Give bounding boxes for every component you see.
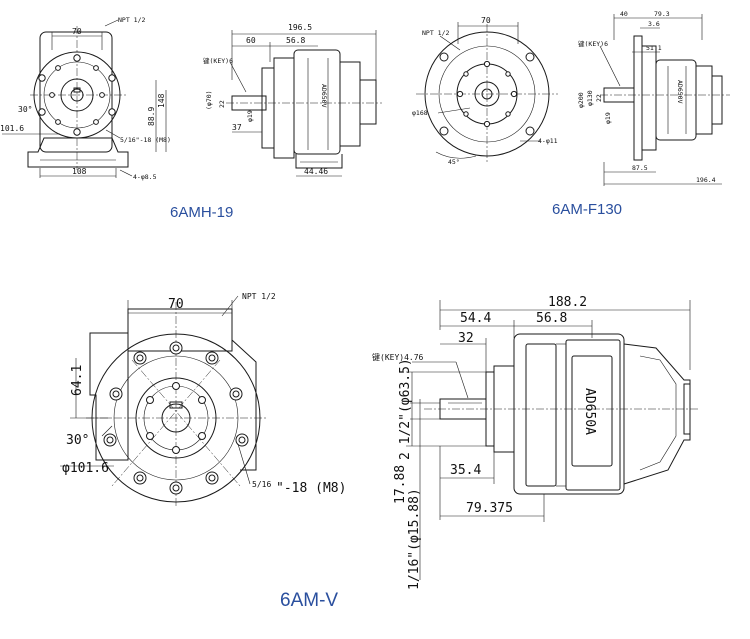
amv-dim-32: 32 bbox=[458, 331, 474, 346]
caption-amv: 6AM-V bbox=[280, 590, 338, 611]
amv-dim-1788: 17.88 bbox=[393, 465, 408, 504]
amf-angle-45: 45° bbox=[448, 158, 460, 166]
amf-dim-11: 4-φ11 bbox=[538, 137, 558, 145]
amf-dim-40: 40 bbox=[620, 10, 628, 18]
amh-dim-889: 88.9 bbox=[147, 107, 156, 126]
amf-dim-793: 79.3 bbox=[654, 10, 670, 18]
amv-angle-30: 30° bbox=[66, 433, 89, 448]
amv-side-view: 188.2 54.4 56.8 32 AD650A 键(KEY)4.76 bbox=[372, 295, 700, 590]
amh-dim-1965: 196.5 bbox=[288, 23, 312, 32]
amv-model: AD650A bbox=[582, 388, 597, 435]
amf-key: 键(KEY)6 bbox=[578, 39, 608, 48]
amf-dim-168: φ168 bbox=[412, 109, 428, 117]
amf-side-view: 40 79.3 3.6 51.1 AD650V 键(KEY)6 φ200 φ13… bbox=[577, 10, 730, 186]
amh-dim-37: 37 bbox=[232, 123, 242, 132]
amh-dim-108: 108 bbox=[72, 167, 87, 176]
amf-dim-875: 87.5 bbox=[632, 164, 648, 172]
amh-front-view: 70 NPT 1/2 30° 101.6 88.9 148 5/16"-18 (… bbox=[0, 16, 171, 181]
amh-dim-19: φ19 bbox=[246, 110, 254, 122]
amf-dim-1964: 196.4 bbox=[696, 176, 716, 184]
amh-npt-label: NPT 1/2 bbox=[118, 16, 145, 24]
caption-amf: 6AM-F130 bbox=[552, 201, 622, 218]
amh-model: AD650V bbox=[320, 84, 328, 108]
amh-side-view: 196.5 60 56.8 AD650V 键(KEY)6 (φ70) 22 φ1… bbox=[203, 23, 382, 177]
amf-dim-19: φ19 bbox=[604, 112, 612, 124]
amh-dim-60: 60 bbox=[246, 36, 256, 45]
amh-shaft-dia: (φ70) bbox=[205, 90, 213, 110]
amh-dim-4446: 44.46 bbox=[304, 167, 328, 176]
amv-dim-79375: 79.375 bbox=[466, 501, 513, 516]
amv-dim-354: 35.4 bbox=[450, 463, 481, 478]
amh-angle-30: 30° bbox=[18, 105, 32, 114]
amv-dim-1882: 188.2 bbox=[548, 295, 587, 310]
amv-dim-544: 54.4 bbox=[460, 311, 491, 326]
amh-holes: 4-φ8.5 bbox=[133, 173, 157, 181]
amf-front-view: 70 NPT 1/2 φ168 4-φ11 45° bbox=[412, 16, 558, 166]
amf-dim-36: 3.6 bbox=[648, 20, 660, 28]
amf-dim-70: 70 bbox=[481, 16, 491, 25]
amh-dim-1016: 101.6 bbox=[0, 124, 24, 133]
amv-dim-1588: 1/16"(φ15.88) bbox=[407, 488, 422, 590]
amf-dim-22: 22 bbox=[595, 94, 603, 102]
amv-dim-635: 2 1/2"(φ63.5) bbox=[398, 358, 413, 460]
amv-key: 键(KEY)4.76 bbox=[372, 352, 424, 362]
amf-model: AD650V bbox=[676, 80, 684, 104]
amh-dim-148: 148 bbox=[157, 93, 166, 108]
amv-dim-641: 64.1 bbox=[70, 365, 85, 396]
amh-dim-70: 70 bbox=[72, 27, 82, 36]
caption-amh: 6AMH-19 bbox=[170, 204, 233, 221]
amf-dim-511: 51.1 bbox=[646, 44, 662, 52]
amv-dim-1016: φ101.6 bbox=[62, 461, 109, 476]
amh-thread: 5/16"-18 (M8) bbox=[120, 136, 171, 144]
amv-thread-frac: 5/16 bbox=[252, 480, 271, 489]
amv-dim-568: 56.8 bbox=[536, 311, 567, 326]
amv-dim-70: 70 bbox=[168, 297, 184, 312]
amf-npt: NPT 1/2 bbox=[422, 29, 449, 37]
amf-dim-200: φ200 bbox=[577, 92, 585, 108]
amh-key: 键(KEY)6 bbox=[203, 56, 233, 65]
amv-npt: NPT 1/2 bbox=[242, 292, 276, 301]
amf-dim-130: φ130 bbox=[586, 90, 594, 106]
amh-dim-22: 22 bbox=[218, 100, 226, 108]
amv-front-view: 70 NPT 1/2 64.1 30° φ101.6 5/16 "-18 (M8… bbox=[60, 292, 346, 506]
amv-thread-spec: "-18 (M8) bbox=[276, 481, 346, 496]
amh-dim-568: 56.8 bbox=[286, 36, 305, 45]
